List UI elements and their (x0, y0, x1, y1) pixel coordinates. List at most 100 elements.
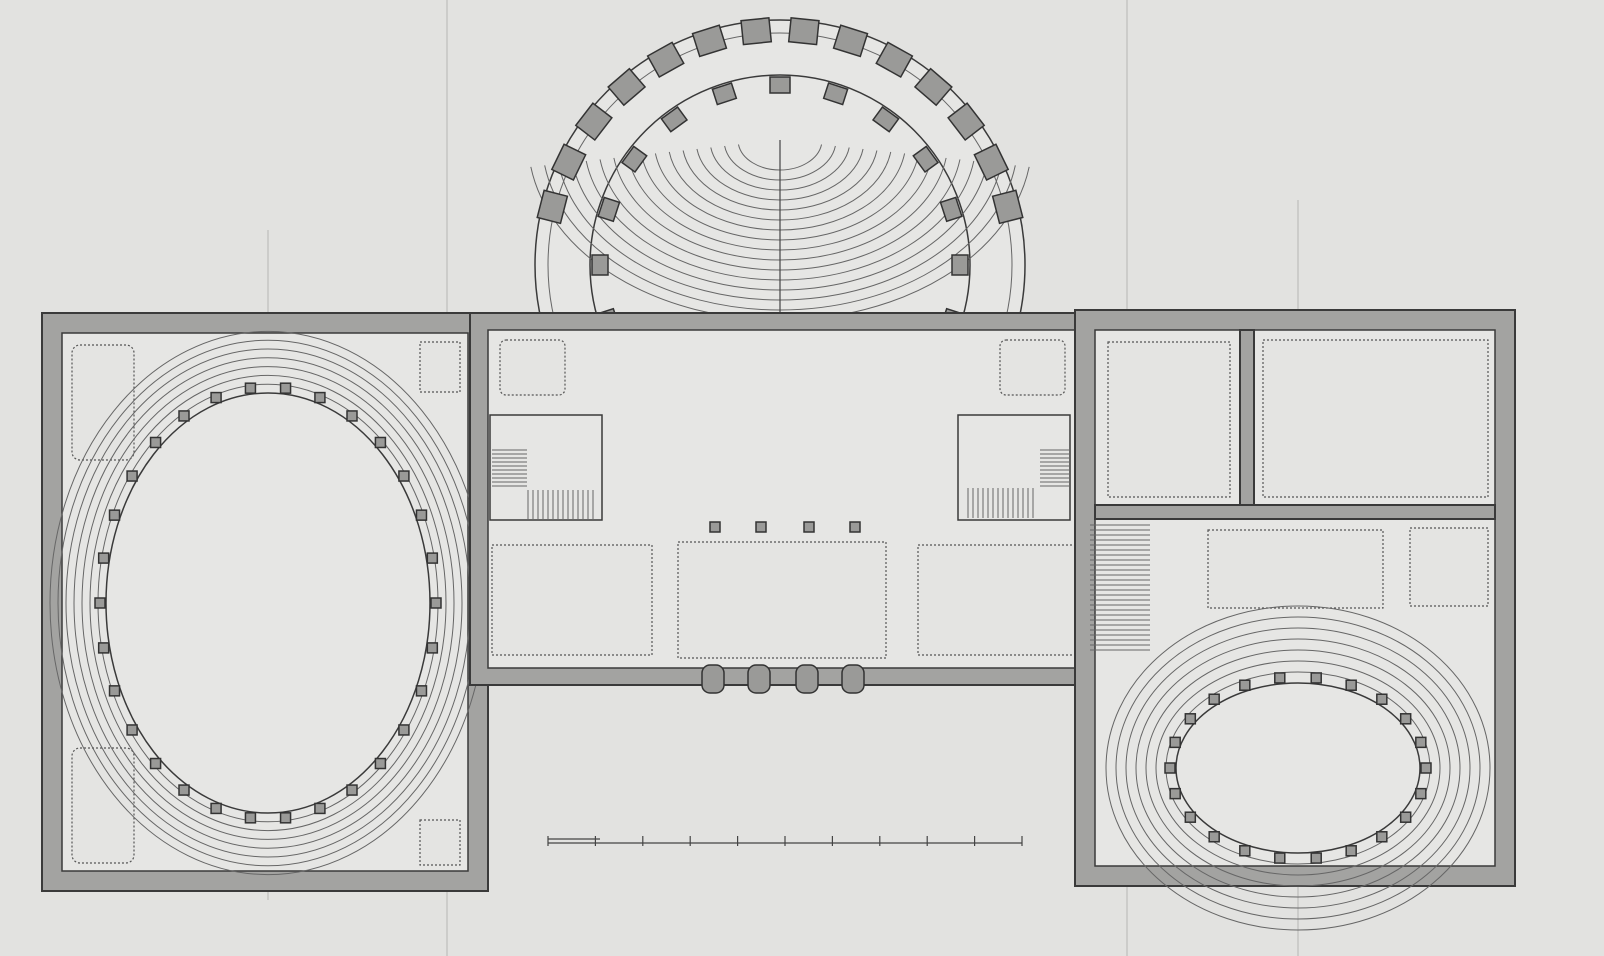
seating-ring (1135, 638, 1461, 898)
seating-ring (1125, 627, 1471, 909)
pier (1208, 693, 1220, 705)
column (755, 521, 767, 533)
room-center-hall (677, 541, 887, 659)
pier (939, 196, 963, 223)
pier (415, 685, 428, 697)
outer-pier (740, 17, 773, 46)
pier (1169, 736, 1181, 749)
pier (1345, 679, 1357, 691)
seating-ring (1115, 616, 1481, 920)
column (795, 664, 819, 694)
seating-ring (89, 374, 447, 832)
pier (314, 391, 326, 404)
pier (94, 597, 106, 609)
pier (597, 196, 621, 223)
pier (149, 757, 162, 770)
pier (1415, 787, 1427, 800)
pier (951, 254, 969, 276)
pier (1399, 811, 1412, 823)
outer-pier (947, 102, 986, 142)
pier (279, 812, 292, 824)
room-west (491, 544, 653, 656)
outer-pier (646, 41, 685, 78)
pier (1184, 811, 1197, 823)
pier (97, 552, 110, 564)
pier (178, 410, 190, 422)
pier (126, 724, 138, 736)
pier (822, 82, 849, 106)
column (747, 664, 771, 694)
pier (374, 757, 387, 770)
pier (314, 802, 326, 815)
pier (1310, 672, 1322, 684)
pier (279, 382, 292, 394)
scale-bar (547, 836, 1023, 846)
outer-pier (991, 189, 1024, 225)
pier (1376, 693, 1388, 705)
outer-pier (574, 102, 613, 142)
right-oval-piers (1164, 672, 1432, 864)
pier (1164, 762, 1176, 774)
pier (912, 145, 940, 174)
seating-ring (1145, 649, 1451, 887)
pier (97, 642, 110, 654)
pier (1239, 679, 1251, 691)
outer-pier (607, 67, 647, 107)
pier (660, 105, 689, 133)
pier (1345, 845, 1357, 857)
outer-pier (536, 189, 569, 225)
pier (1239, 845, 1251, 857)
pier (769, 76, 791, 94)
pier (244, 812, 257, 824)
pier (1376, 831, 1388, 843)
pier (1274, 852, 1286, 864)
pier (1274, 672, 1286, 684)
column (841, 664, 865, 694)
pier (346, 410, 358, 422)
pier (1415, 736, 1427, 749)
pier (1184, 713, 1197, 725)
pier (415, 509, 428, 521)
seating-ring (1105, 605, 1491, 931)
pier (210, 391, 222, 404)
pier (620, 145, 648, 174)
room-east (917, 544, 1079, 656)
pier (871, 105, 900, 133)
pier (426, 642, 439, 654)
pier (1399, 713, 1412, 725)
seating-ring (1155, 660, 1441, 876)
pier (398, 724, 410, 736)
left-oval-hall (105, 392, 431, 814)
right-oval-seating-rings (1105, 605, 1491, 931)
pier (591, 254, 609, 276)
column (701, 664, 725, 694)
portico-columns (701, 521, 865, 694)
column (709, 521, 721, 533)
pier (711, 82, 738, 106)
outer-pier (875, 41, 914, 78)
pier (108, 685, 121, 697)
pier (1169, 787, 1181, 800)
seating-ring (73, 357, 463, 849)
left-wing (41, 312, 489, 892)
pier (1420, 762, 1432, 774)
pier (398, 470, 410, 482)
pier (149, 436, 162, 449)
pier (210, 802, 222, 815)
pier (178, 784, 190, 796)
right-staircase (957, 414, 1071, 521)
pier (244, 382, 257, 394)
column (849, 521, 861, 533)
outer-pier (832, 24, 869, 58)
seating-ring (81, 366, 455, 840)
left-oval-piers (94, 382, 442, 824)
outer-pier (913, 67, 953, 107)
pier (126, 470, 138, 482)
outer-pier (787, 17, 820, 46)
pier (1310, 852, 1322, 864)
column (803, 521, 815, 533)
left-staircase (489, 414, 603, 521)
pier (1208, 831, 1220, 843)
pier (108, 509, 121, 521)
